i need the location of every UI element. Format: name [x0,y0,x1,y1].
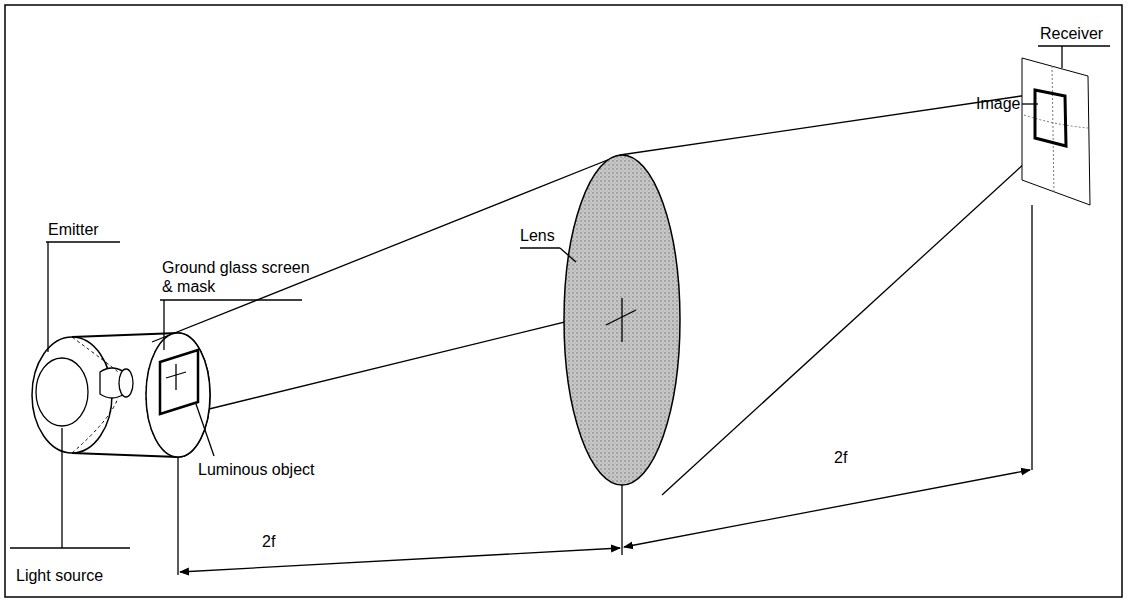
receiver-screen [1022,58,1090,205]
part-label: Emitter [48,220,99,239]
leader-lines [10,46,1110,548]
dimension-label: 2f [834,448,847,467]
part-label: Receiver [1040,24,1103,43]
part-label: Ground glass screen & mask [162,258,312,296]
part-label: Image [976,94,1020,113]
luminous-object [160,350,198,414]
light-rays [152,90,1062,495]
part-label: Luminous object [198,460,315,479]
frame [5,5,1122,597]
emitter-cylinder [32,333,210,457]
dimension-label: 2f [262,532,275,551]
part-label: Lens [520,226,555,245]
part-label: Light source [16,566,103,585]
lens [564,155,680,485]
